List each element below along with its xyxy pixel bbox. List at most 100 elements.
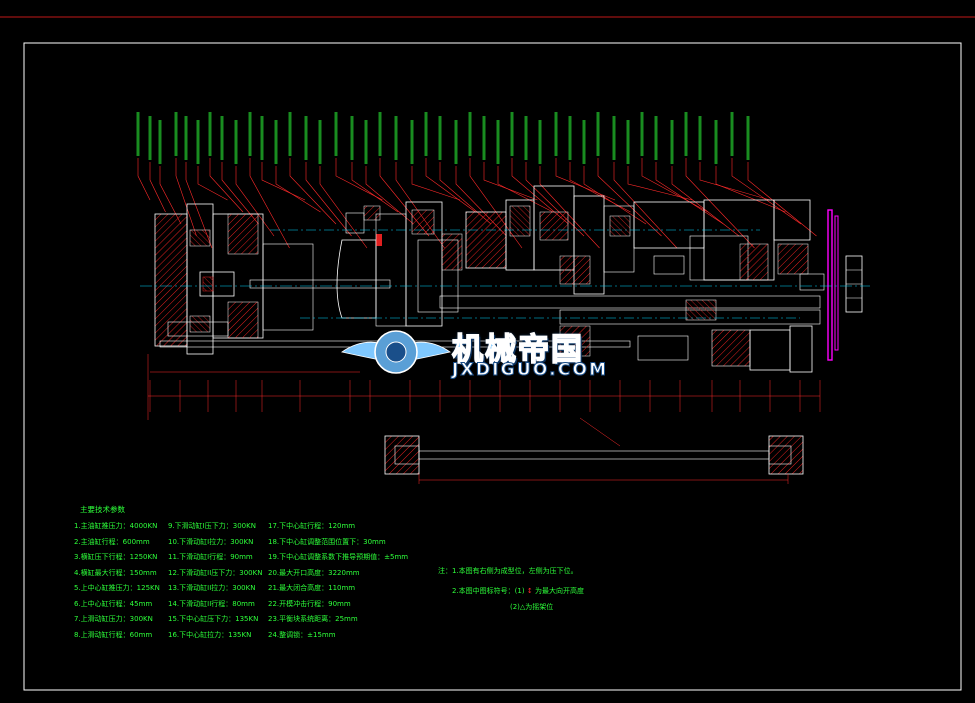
leader-line (235, 166, 275, 237)
spec-item: 6.上中心缸行程：45mm (74, 599, 153, 608)
leader-line (483, 162, 538, 201)
leader-label-mark (378, 112, 382, 156)
leader-label-mark (670, 120, 674, 164)
leader-line (555, 158, 616, 201)
leader-label-mark (438, 116, 442, 160)
spec-item: 19.下中心缸调整系数下推导预期值：±5mm (268, 553, 409, 561)
leader-label-mark (568, 116, 572, 160)
leader-label-mark (698, 116, 702, 160)
leader-label-mark (174, 112, 178, 156)
spec-item: 21.最大闭合高度：110mm (268, 584, 356, 592)
spec-item: 2.主油缸行程：600mm (74, 537, 150, 546)
long-rod-detail (384, 417, 804, 484)
spec-item: 1.主油缸推压力：4000KN (74, 522, 158, 530)
leader-line (175, 158, 197, 237)
leader-label-mark (196, 120, 200, 164)
leader-label-mark (554, 112, 558, 156)
press-assembly (140, 185, 870, 373)
leader-line (597, 158, 662, 237)
leader-line (197, 166, 228, 201)
spec-item: 15.下中心缸压下力：135KN (168, 615, 259, 623)
leader-line (747, 162, 817, 237)
leader-line (439, 162, 492, 225)
leader-line (305, 162, 352, 237)
leader-line (351, 162, 399, 213)
spec-item: 9.下滑动缸I压下力：300KN (168, 522, 256, 530)
leader-label-mark (334, 112, 338, 156)
spec-column-3: 17.下中心缸行程：120mm 18.下中心缸调整范围位置下：30mm 19.下中心… (268, 519, 408, 643)
leader-line (627, 166, 693, 201)
leader-label-mark (424, 112, 428, 156)
spec-item: 8.上滑动缸行程：60mm (74, 630, 153, 639)
leader-line (511, 158, 569, 225)
leader-line (699, 162, 771, 201)
watermark-logo-icon (341, 330, 451, 374)
leader-label-mark (248, 112, 252, 156)
leader-line (613, 162, 678, 249)
note-line-2: 2.本图中图标符号：(1) (452, 587, 525, 595)
spec-item: 5.上中心缸推压力：125KN (74, 584, 160, 592)
spec-item: 24.整调锁：±15mm (268, 630, 336, 639)
leader-line (221, 162, 259, 225)
leader-label-mark (220, 116, 224, 160)
leader-line (159, 166, 182, 225)
note-line-3: (2)△为摇架位 (510, 603, 554, 611)
dimension-lines (147, 354, 820, 420)
spec-item: 10.下滑动缸I拉力：300KN (168, 537, 254, 546)
leader-label-mark (136, 112, 140, 156)
leader-line (395, 162, 445, 249)
leader-label-mark (510, 112, 514, 156)
spec-item: 13.下滑动缸II拉力：300KN (168, 584, 256, 592)
leader-label-mark (746, 116, 750, 160)
spec-item: 11.下滑动缸I行程：90mm (168, 553, 253, 561)
spec-item: 3.横缸压下行程：1250KN (74, 553, 158, 561)
spec-item: 7.上滑动缸压力：300KN (74, 615, 153, 623)
leader-label-marks (136, 112, 750, 164)
leader-line (539, 166, 600, 249)
leader-label-mark (304, 116, 308, 160)
spec-item: 14.下滑动缸II行程：80mm (168, 599, 255, 608)
leader-label-mark (274, 120, 278, 164)
leader-line (137, 158, 151, 201)
leader-line (261, 162, 306, 201)
leader-line (685, 158, 755, 249)
leader-line (185, 162, 213, 249)
spec-item: 17.下中心缸行程：120mm (268, 522, 356, 530)
leader-label-mark (654, 116, 658, 160)
notes-block: 注：1.本图有右侧为成型位，左侧为压下位。 2.本图中图标符号：(1) ↕ 为最… (438, 561, 584, 617)
leader-label-mark (468, 112, 472, 156)
leader-label-mark (234, 120, 238, 164)
leader-line (365, 166, 414, 225)
leader-line (671, 166, 740, 237)
leader-label-mark (640, 112, 644, 156)
dimension-ticks (149, 380, 821, 412)
leader-label-mark (350, 116, 354, 160)
leader-line (425, 158, 476, 213)
spec-item: 18.下中心缸调整范围位置下：30mm (268, 537, 386, 546)
leader-line (655, 162, 724, 225)
leader-label-mark (394, 116, 398, 160)
leader-line (289, 158, 337, 225)
leader-label-mark (538, 120, 542, 164)
leader-line (319, 166, 368, 249)
leader-label-mark (454, 120, 458, 164)
leader-line (411, 166, 461, 201)
leader-label-mark (496, 120, 500, 164)
watermark-en: JXDIGUO.COM (451, 360, 609, 381)
spec-item: 4.横缸最大行程：150mm (74, 568, 157, 577)
leader-label-mark (482, 116, 486, 160)
spec-item: 23.平衡块系统距离：25mm (268, 615, 358, 623)
leader-line (149, 162, 166, 213)
note-line-2-tail: 为最大向开高度 (534, 587, 584, 595)
leader-label-mark (612, 116, 616, 160)
leader-label-mark (714, 120, 718, 164)
leader-lines (137, 158, 817, 249)
spec-item: 16.下中心缸拉力：135KN (168, 630, 252, 639)
watermark-cn: 机械帝国 (451, 331, 584, 369)
leader-line (569, 162, 631, 213)
leader-label-mark (208, 112, 212, 156)
spec-column-2: 9.下滑动缸I压下力：300KN 10.下滑动缸I拉力：300KN 11.下滑动缸I… (168, 519, 262, 643)
leader-line (275, 166, 321, 213)
drawing-frame (23, 42, 962, 691)
